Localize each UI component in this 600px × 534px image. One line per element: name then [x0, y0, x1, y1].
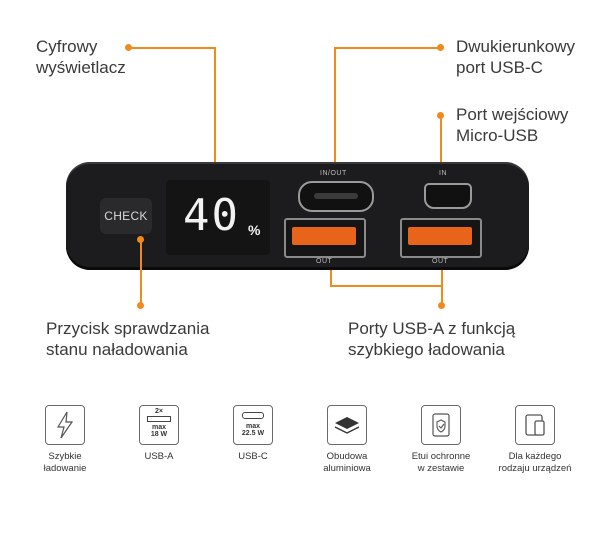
micro-usb-port	[424, 183, 472, 209]
callout-usbc-dot	[437, 44, 444, 51]
callout-display-dot	[125, 44, 132, 51]
usba2-port-tag: OUT	[432, 258, 449, 265]
callout-usba-line-v1	[330, 270, 332, 286]
callout-check-label: Przycisk sprawdzania stanu naładowania	[46, 319, 210, 359]
layers-icon	[327, 405, 367, 445]
usb-a-tongue	[408, 227, 472, 245]
callout-display-label: Cyfrowy wyświetlacz	[36, 37, 126, 77]
callout-display-line	[129, 47, 215, 49]
callout-check-line-v	[140, 240, 142, 304]
usb-a-port-1	[284, 218, 366, 258]
callout-check-start-dot	[137, 236, 144, 243]
check-button[interactable]: CHECK	[100, 198, 152, 234]
digital-display: 40 %	[166, 180, 270, 255]
devices-icon	[515, 405, 555, 445]
usb-c-port	[298, 181, 374, 212]
callout-display-line-v	[214, 47, 216, 179]
callout-micro-line-v	[440, 115, 442, 169]
usba1-port-tag: OUT	[316, 258, 333, 265]
battery-level-unit: %	[248, 222, 261, 238]
callout-usbc-line-v	[334, 47, 336, 169]
callout-micro-label: Port wejściowy Micro-USB	[456, 105, 569, 145]
callout-usba-end-dot	[438, 302, 445, 309]
callout-usbc-line	[335, 47, 439, 49]
power-bank: CHECK 40 % IN/OUT IN OUT OUT	[66, 162, 529, 270]
callout-usba-line-h	[330, 285, 442, 287]
lightning-icon	[45, 405, 85, 445]
callout-usbc-label: Dwukierunkowy port USB-C	[456, 37, 576, 77]
usbc-port-tag: IN/OUT	[320, 170, 347, 177]
callout-check-end-dot	[137, 302, 144, 309]
usb-a-port-2	[400, 218, 482, 258]
shield-pouch-icon	[421, 405, 461, 445]
usb-a-tongue	[292, 227, 356, 245]
battery-level-digits: 40	[183, 190, 240, 241]
callout-usba-line-v2	[441, 270, 443, 306]
micro-port-tag: IN	[439, 170, 447, 177]
callout-usba-label: Porty USB-A z funkcją szybkiego ładowani…	[348, 319, 516, 359]
